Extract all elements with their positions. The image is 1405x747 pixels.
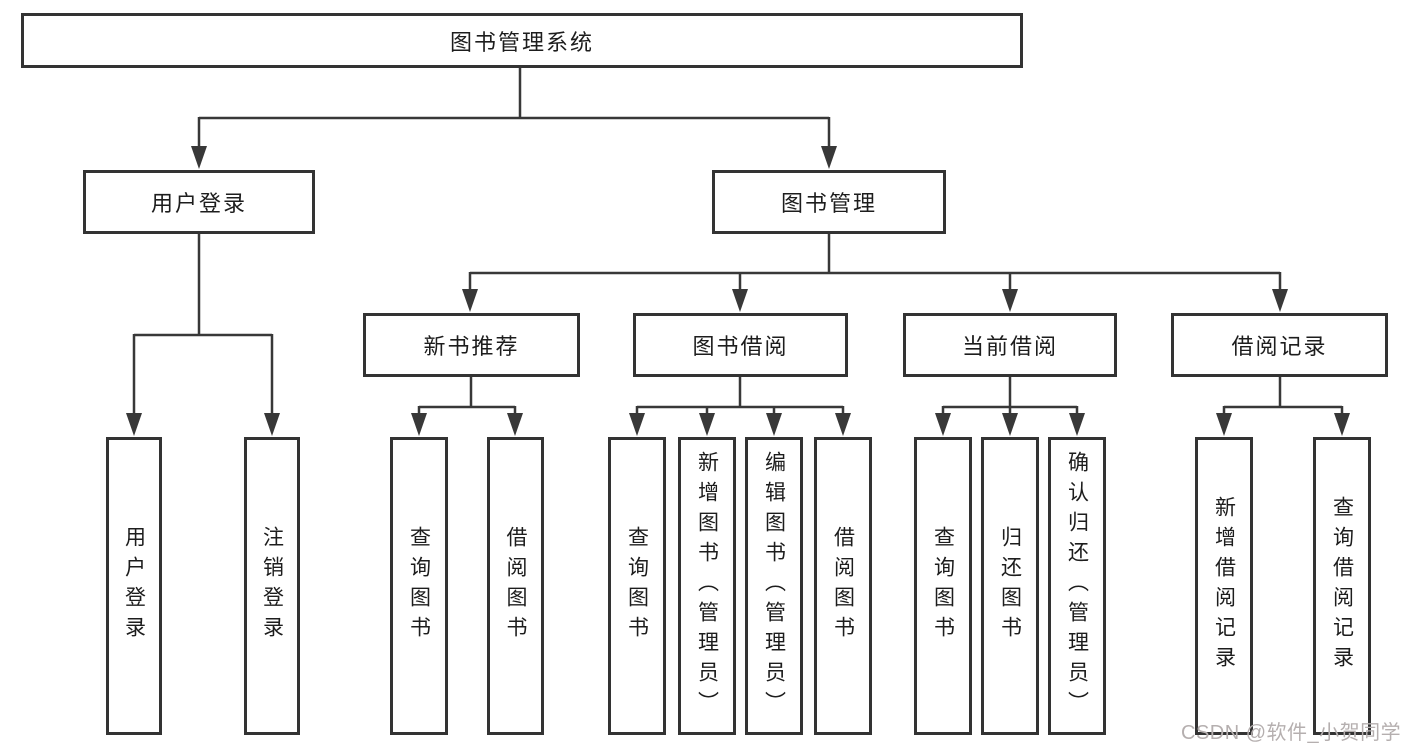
leaf-current-return-book: 归还图书 <box>981 437 1039 735</box>
node-borrow-records: 借阅记录 <box>1171 313 1388 377</box>
leaf-borrowing-query-book: 查询图书 <box>608 437 666 735</box>
arrowhead-icons <box>126 146 1350 436</box>
csdn-watermark: CSDN @软件_小贺同学 <box>1181 722 1402 744</box>
node-current-borrowing: 当前借阅 <box>903 313 1117 377</box>
leaf-borrowing-add-book-admin-label: 新增图书（管理员） <box>695 451 719 721</box>
leaf-current-return-book-label: 归还图书 <box>998 526 1022 646</box>
node-user-login: 用户登录 <box>83 170 315 234</box>
leaf-recommend-borrow-book-label: 借阅图书 <box>504 526 527 646</box>
leaf-borrowing-borrow-book: 借阅图书 <box>814 437 872 735</box>
leaf-borrowing-edit-book-admin: 编辑图书（管理员） <box>745 437 803 735</box>
node-book-borrowing: 图书借阅 <box>633 313 848 377</box>
leaf-records-add-borrow-record-label: 新增借阅记录 <box>1212 496 1236 676</box>
leaf-recommend-query-book-label: 查询图书 <box>407 526 431 646</box>
leaf-current-query-book-label: 查询图书 <box>931 526 955 646</box>
leaf-records-query-borrow-record: 查询借阅记录 <box>1313 437 1371 735</box>
leaf-borrowing-edit-book-admin-label: 编辑图书（管理员） <box>762 451 786 721</box>
leaf-records-query-borrow-record-label: 查询借阅记录 <box>1330 496 1354 676</box>
leaf-user-login: 用户登录 <box>106 437 162 735</box>
node-root-system: 图书管理系统 <box>21 13 1023 68</box>
leaf-borrowing-query-book-label: 查询图书 <box>625 526 649 646</box>
leaf-recommend-borrow-book: 借阅图书 <box>487 437 544 735</box>
leaf-current-query-book: 查询图书 <box>914 437 972 735</box>
leaf-user-login-label: 用户登录 <box>122 526 146 646</box>
leaf-current-confirm-return-admin: 确认归还（管理员） <box>1048 437 1106 735</box>
leaf-logout-label: 注销登录 <box>260 526 284 646</box>
connector-stems <box>132 68 1344 420</box>
leaf-current-confirm-return-admin-label: 确认归还（管理员） <box>1065 451 1089 721</box>
leaf-borrowing-add-book-admin: 新增图书（管理员） <box>678 437 736 735</box>
leaf-records-add-borrow-record: 新增借阅记录 <box>1195 437 1253 735</box>
node-new-book-recommend: 新书推荐 <box>363 313 580 377</box>
leaf-recommend-query-book: 查询图书 <box>390 437 448 735</box>
leaf-logout: 注销登录 <box>244 437 300 735</box>
node-book-management: 图书管理 <box>712 170 946 234</box>
leaf-borrowing-borrow-book-label: 借阅图书 <box>831 526 855 646</box>
